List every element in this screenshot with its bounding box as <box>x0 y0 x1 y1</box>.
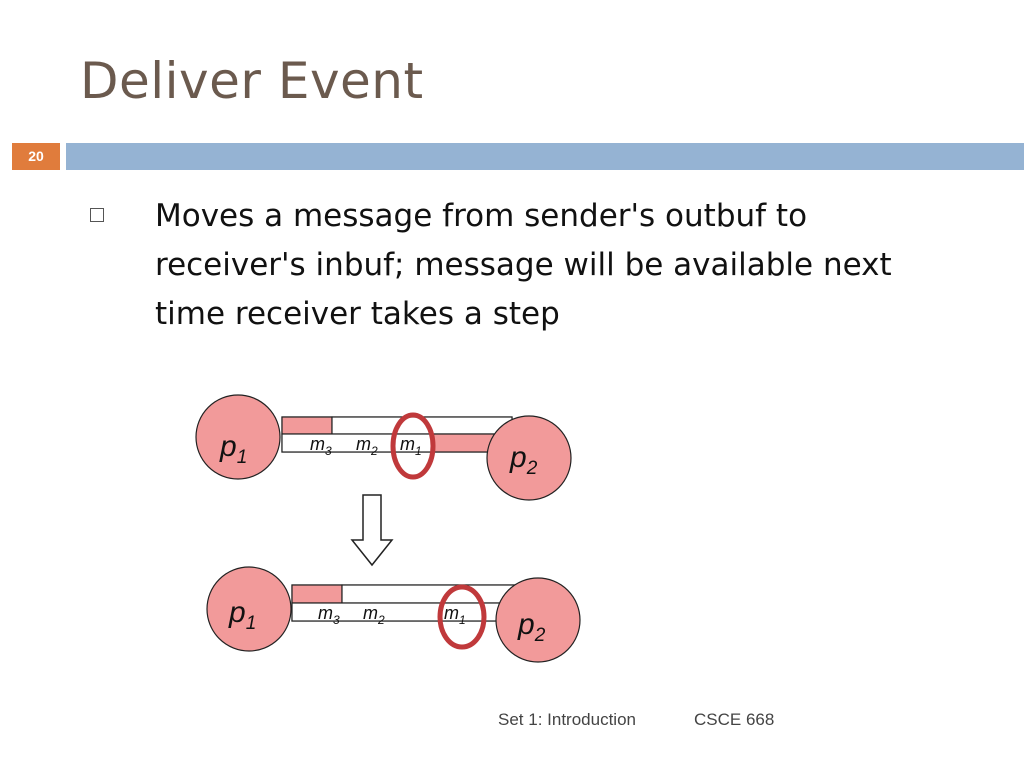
slide-title: Deliver Event <box>80 52 424 110</box>
highlight-ring <box>390 412 436 480</box>
msg-m3-label: m3 <box>310 434 332 458</box>
down-arrow-icon <box>350 494 394 567</box>
slide-number: 20 <box>12 143 60 170</box>
p1-label: p1 <box>219 430 247 468</box>
p2-label: p2 <box>517 608 546 646</box>
after-state: p1 p2 m3 m2 m1 <box>206 566 581 663</box>
highlight-ring <box>437 584 487 650</box>
bullet-square-icon <box>90 208 104 222</box>
msg-m1-label: m1 <box>444 603 466 627</box>
before-state: p1 p2 m3 m2 m1 <box>195 394 572 501</box>
process-p1-node <box>206 566 292 652</box>
p1-label: p1 <box>228 596 256 634</box>
p2-inbuf <box>341 584 518 604</box>
msg-m3-label: m3 <box>318 603 340 627</box>
p1-outbuf <box>281 416 333 435</box>
footer-set-label: Set 1: Introduction <box>498 710 636 729</box>
p1-outbuf <box>291 584 343 604</box>
p2-label: p2 <box>509 441 538 479</box>
msg-m2-label: m2 <box>363 603 385 627</box>
bullet-text: Moves a message from sender's outbuf to … <box>155 198 892 332</box>
process-p2-node <box>495 577 581 663</box>
msg-m1-label: m1 <box>400 434 422 458</box>
process-p1-node <box>195 394 281 480</box>
footer-course-label: CSCE 668 <box>694 710 775 729</box>
process-p2-node <box>486 415 572 501</box>
header-bar <box>66 143 1024 170</box>
msg-m2-label: m2 <box>356 434 378 458</box>
